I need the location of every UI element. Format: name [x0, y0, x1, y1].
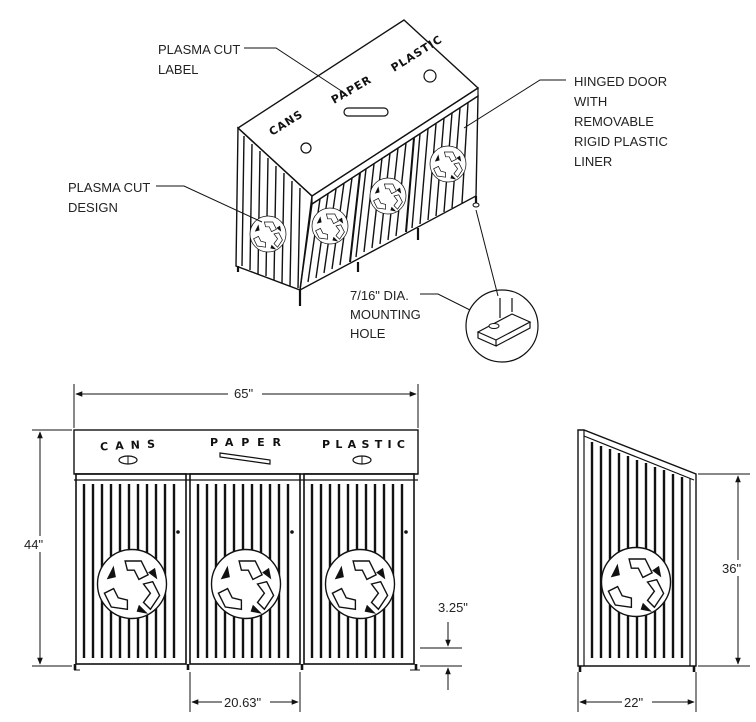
callout-plasma-design: PLASMA CUT DESIGN [68, 180, 263, 223]
callout-hinged-door-line2: WITH [574, 94, 607, 109]
callout-mounting-hole-line1: 7/16" DIA. [350, 288, 409, 303]
dim-side-height: 36" [698, 473, 754, 667]
side-view [577, 429, 697, 672]
dim-clearance: 3.25" [420, 600, 468, 690]
dim-width-text: 65" [234, 386, 253, 401]
dim-height: 44" [22, 429, 72, 667]
callout-plasma-design-line1: PLASMA CUT [68, 180, 150, 195]
isometric-view: CANS PAPER PLASTIC [235, 19, 480, 306]
dim-height-text: 44" [24, 537, 43, 552]
callout-hinged-door: HINGED DOOR WITH REMOVABLE RIGID PLASTIC… [463, 74, 672, 169]
dim-side-height-text: 36" [722, 561, 741, 576]
callout-hinged-door-line3: REMOVABLE [574, 114, 654, 129]
dim-door-width-text: 20.63" [224, 695, 262, 710]
callout-mounting-hole: 7/16" DIA. MOUNTING HOLE [350, 209, 539, 363]
dim-width: 65" [73, 384, 419, 428]
iso-label-paper: PAPER [329, 73, 374, 107]
iso-label-cans: CANS [267, 108, 306, 139]
iso-label-plastic: PLASTIC [389, 33, 445, 75]
callout-hinged-door-line4: RIGID PLASTIC [574, 134, 668, 149]
callout-mounting-hole-line2: MOUNTING [350, 307, 421, 322]
dim-depth-text: 22" [624, 695, 643, 710]
dim-clearance-text: 3.25" [438, 600, 468, 615]
callout-plasma-design-line2: DESIGN [68, 200, 118, 215]
dim-depth: 22" [577, 672, 697, 712]
callout-plasma-label-line1: PLASMA CUT [158, 42, 240, 57]
front-view: CANS PAPER PLASTIC [73, 429, 420, 671]
svg-text:7/16" DIA. MOUNTING: 7/16" DIA. MOUNTING HOLE [350, 288, 424, 341]
callout-plasma-label-line2: LABEL [158, 62, 198, 77]
svg-text:HINGED DOOR WITH R: HINGED DOOR WITH REMOVABLE RIGID PLASTIC… [574, 74, 672, 169]
callout-hinged-door-line1: HINGED DOOR [574, 74, 667, 89]
callout-mounting-hole-line3: HOLE [350, 326, 386, 341]
callout-plasma-label: PLASMA CUT LABEL [158, 42, 347, 95]
front-label-paper: PAPER [210, 436, 282, 449]
callout-hinged-door-line5: LINER [574, 154, 612, 169]
dim-door-width: 20.63" [189, 672, 301, 712]
